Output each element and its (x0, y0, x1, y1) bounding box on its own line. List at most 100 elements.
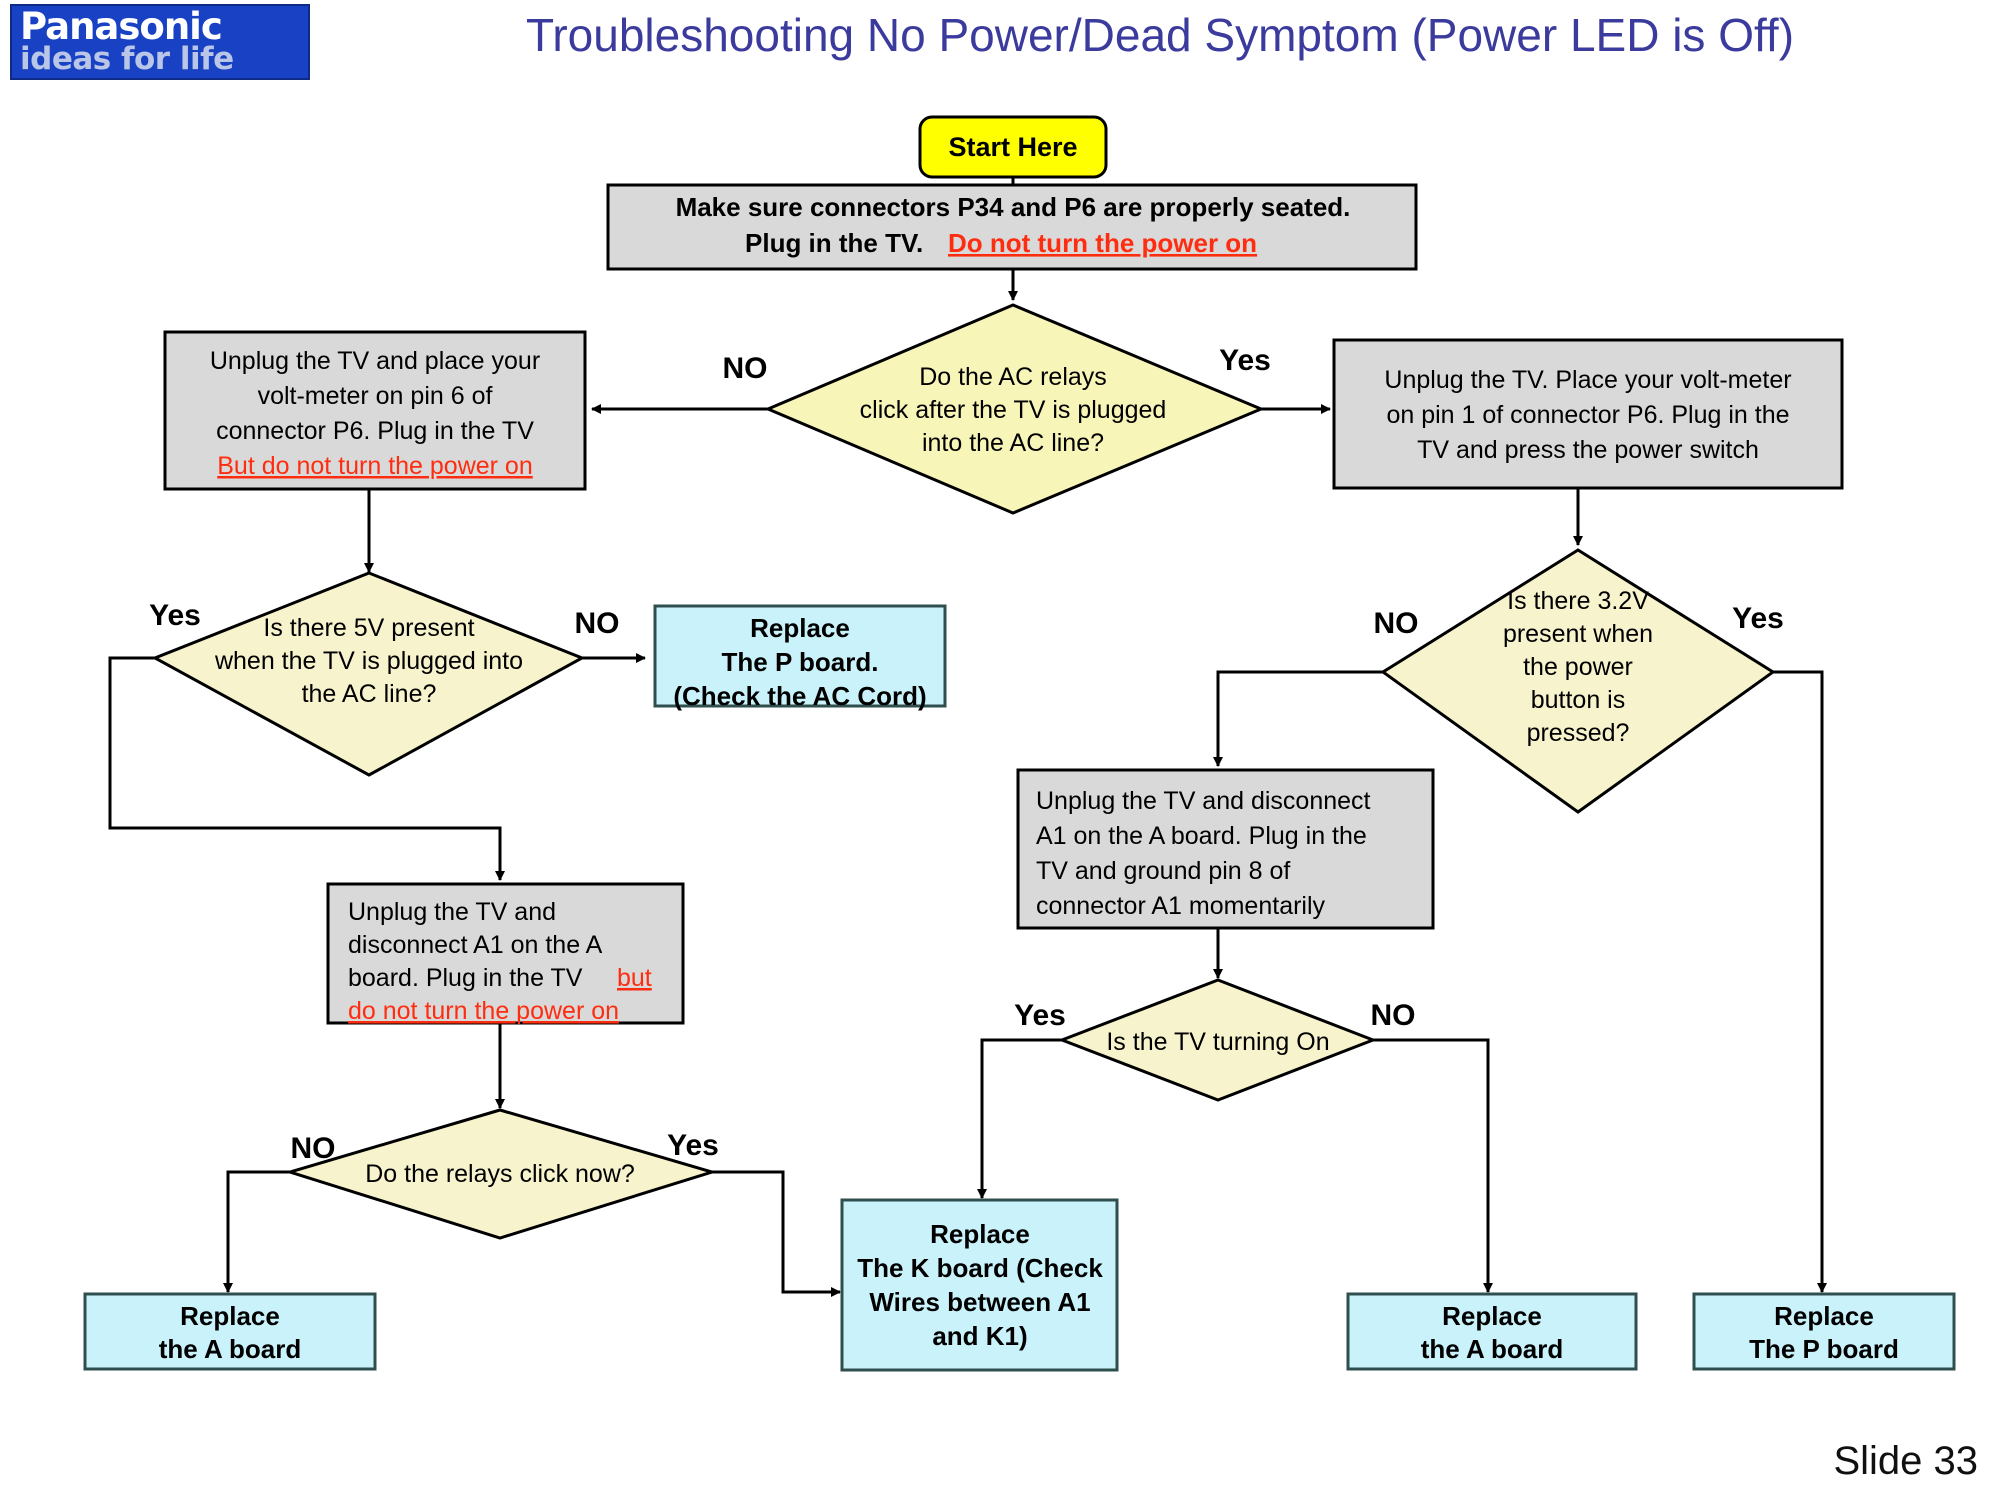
decision-5v-line1: Is there 5V present (263, 614, 474, 642)
edge-label-32v-no: NO (1374, 607, 1419, 640)
edge-label-relays-yes: Yes (1219, 344, 1271, 377)
replace-k-board-line2: The K board (Check (857, 1253, 1103, 1283)
voltmeter-pin6-shape (163, 330, 587, 491)
brand-tagline: ideas for life (20, 41, 234, 77)
node-ground-pin8[interactable]: Unplug the TV and disconnect A1 on the A… (1016, 768, 1435, 930)
node-a1-no-power[interactable]: Unplug the TV and disconnect A1 on the A… (326, 882, 685, 1025)
node-decision-ac-relays[interactable]: Do the AC relays click after the TV is p… (764, 303, 1265, 515)
node-decision-tv-on[interactable]: Is the TV turning On (1057, 978, 1378, 1102)
replace-k-board-line4: and K1) (932, 1321, 1027, 1351)
voltmeter-pin6-line2: volt-meter on pin 6 of (258, 382, 493, 410)
edge-label-tvon-no: NO (1371, 999, 1416, 1032)
page-title: Troubleshooting No Power/Dead Symptom (P… (525, 9, 1795, 61)
node-start-here[interactable]: Start Here (918, 115, 1108, 179)
node-decision-relays-click[interactable]: Do the relays click now? (284, 1108, 718, 1240)
decision-32v-line3: the power (1523, 653, 1633, 681)
a1-no-power-line1: Unplug the TV and (348, 898, 556, 926)
start-here-label: Start Here (948, 132, 1077, 162)
seat-connectors-line2: Plug in the TV. (745, 228, 923, 258)
ground-pin8-shape (1016, 768, 1435, 930)
node-replace-k-board[interactable]: Replace The K board (Check Wires between… (840, 1198, 1119, 1372)
voltmeter-pin6-line1: Unplug the TV and place your (210, 347, 540, 375)
edge-relays2-yes (712, 1170, 841, 1297)
decision-ac-relays-line2: click after the TV is plugged (860, 396, 1167, 424)
ground-pin8-line4: connector A1 momentarily (1036, 892, 1326, 920)
edge-5v-yes (108, 656, 505, 881)
decision-ac-relays-line1: Do the AC relays (919, 363, 1107, 391)
voltmeter-pin6-warning: But do not turn the power on (217, 452, 533, 480)
decision-ac-relays-shape (764, 303, 1265, 515)
node-decision-5v[interactable]: Is there 5V present when the TV is plugg… (151, 571, 586, 777)
edge-tvon-yes (977, 1038, 1062, 1199)
decision-32v-line1: Is there 3.2V (1507, 587, 1649, 615)
edge-label-relays2-no: NO (291, 1132, 336, 1165)
panasonic-logo: Panasonic ideas for life (10, 4, 310, 80)
replace-a-board-right-line1: Replace (1442, 1301, 1542, 1331)
edge-tvon-no (1373, 1038, 1493, 1293)
ground-pin8-line2: A1 on the A board. Plug in the (1036, 822, 1367, 850)
edge-label-5v-no: NO (575, 607, 620, 640)
decision-5v-shape (151, 571, 586, 777)
node-replace-p-board-right[interactable]: Replace The P board (1692, 1292, 1956, 1371)
node-replace-p-board-ac[interactable]: Replace The P board. (Check the AC Cord) (653, 604, 947, 711)
replace-k-board-line1: Replace (930, 1219, 1030, 1249)
decision-32v-line5: pressed? (1527, 719, 1630, 747)
a1-no-power-warning-part2: do not turn the power on (348, 997, 619, 1025)
decision-relays-click-label: Do the relays click now? (365, 1160, 635, 1188)
decision-relays-click-shape (284, 1108, 718, 1240)
replace-a-board-right-line2: the A board (1421, 1334, 1564, 1364)
decision-5v-line2: when the TV is plugged into (214, 647, 523, 675)
a1-no-power-warning-part1: but (617, 964, 652, 992)
voltmeter-pin6-line3: connector P6. Plug in the TV (216, 417, 534, 445)
edge-label-tvon-yes: Yes (1014, 999, 1066, 1032)
edge-relays2-no (223, 1170, 290, 1293)
replace-a-board-left-shape (83, 1292, 377, 1371)
edge-32v-yes (1773, 670, 1827, 1293)
replace-a-board-right-shape (1346, 1292, 1638, 1371)
ground-pin8-line3: TV and ground pin 8 of (1036, 857, 1290, 885)
decision-ac-relays-line3: into the AC line? (922, 429, 1104, 457)
decision-32v-line4: button is (1531, 686, 1626, 714)
replace-p-board-right-shape (1692, 1292, 1956, 1371)
node-seat-connectors[interactable]: Make sure connectors P34 and P6 are prop… (606, 183, 1418, 271)
decision-32v-line2: present when (1503, 620, 1653, 648)
replace-k-board-shape (840, 1198, 1119, 1372)
node-replace-a-board-right[interactable]: Replace the A board (1346, 1292, 1638, 1371)
a1-no-power-shape (326, 882, 685, 1025)
replace-p-board-ac-shape (653, 604, 947, 708)
a1-no-power-line2: disconnect A1 on the A (348, 931, 603, 959)
replace-p-board-right-line2: The P board (1749, 1334, 1899, 1364)
node-voltmeter-pin1[interactable]: Unplug the TV. Place your volt-meter on … (1332, 338, 1844, 490)
node-voltmeter-pin6[interactable]: Unplug the TV and place your volt-meter … (163, 330, 587, 491)
voltmeter-pin1-line2: on pin 1 of connector P6. Plug in the (1386, 401, 1789, 429)
start-here-shape (918, 115, 1108, 179)
edge-label-5v-yes: Yes (149, 599, 201, 632)
node-replace-a-board-left[interactable]: Replace the A board (83, 1292, 377, 1371)
decision-5v-line3: the AC line? (302, 680, 437, 708)
replace-p-board-ac-line3: (Check the AC Cord) (673, 681, 926, 711)
voltmeter-pin1-line1: Unplug the TV. Place your volt-meter (1384, 366, 1791, 394)
decision-tv-on-label: Is the TV turning On (1106, 1028, 1329, 1056)
edge-label-relays-no: NO (723, 352, 768, 385)
voltmeter-pin1-line3: TV and press the power switch (1417, 436, 1759, 464)
a1-no-power-line3: board. Plug in the TV (348, 964, 583, 992)
decision-32v-shape (1380, 548, 1776, 814)
seat-connectors-line1: Make sure connectors P34 and P6 are prop… (676, 192, 1351, 222)
replace-p-board-ac-line1: Replace (750, 613, 850, 643)
slide-number: Slide 33 (1833, 1439, 1978, 1483)
decision-tv-on-shape (1057, 978, 1378, 1102)
edge-label-relays2-yes: Yes (667, 1129, 719, 1162)
seat-connectors-shape (606, 183, 1418, 271)
replace-k-board-line3: Wires between A1 (869, 1287, 1090, 1317)
node-decision-32v[interactable]: Is there 3.2V present when the power but… (1380, 548, 1776, 814)
replace-p-board-ac-line2: The P board. (722, 647, 879, 677)
seat-connectors-warning: Do not turn the power on (948, 228, 1257, 258)
edge-32v-no (1213, 670, 1383, 767)
brand-name: Panasonic (20, 5, 223, 48)
edge-label-32v-yes: Yes (1732, 602, 1784, 635)
voltmeter-pin1-shape (1332, 338, 1844, 490)
ground-pin8-line1: Unplug the TV and disconnect (1036, 787, 1371, 815)
replace-p-board-right-line1: Replace (1774, 1301, 1874, 1331)
replace-a-board-left-line2: the A board (159, 1334, 302, 1364)
